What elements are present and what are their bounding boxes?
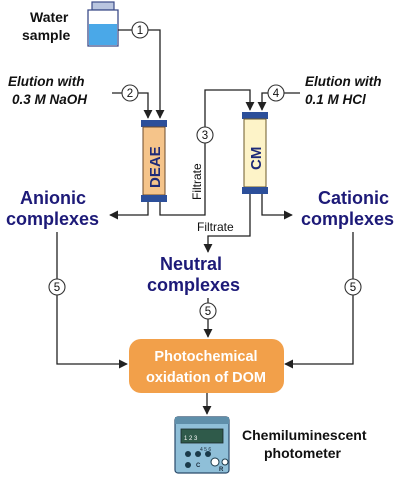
- step-5-circle-neutral: [199, 302, 217, 320]
- step-2-circle: [121, 84, 139, 102]
- deae-column: [141, 120, 167, 202]
- detector-label-line2: photometer: [264, 445, 342, 461]
- oxidation-label-line2: oxidation of DOM: [146, 370, 266, 386]
- flow-line-anionic-to-oxidation: [56, 232, 128, 369]
- cm-column: [242, 112, 268, 194]
- water-sample-label-line1: Water: [30, 9, 69, 25]
- water-bottle-icon: [87, 1, 119, 47]
- oxidation-box: [129, 339, 284, 393]
- step-5-circle-cationic: [344, 278, 362, 296]
- filtrate-label-horizontal: Filtrate: [197, 220, 234, 234]
- oxidation-label-line1: Photochemical: [154, 349, 257, 365]
- step-5-number-neutral: 5: [205, 306, 211, 318]
- neutral-label-line1: Neutral: [160, 254, 222, 274]
- cm-column-label: CM: [248, 147, 265, 170]
- flow-line-deae-to-anionic: [109, 202, 149, 220]
- flow-line-cm-to-cationic: [261, 194, 293, 220]
- step-2-number: 2: [127, 88, 133, 100]
- elution-naoh-line1: Elution with: [8, 74, 85, 89]
- cationic-label-line1: Cationic: [318, 188, 389, 208]
- photometer-panel-text-r: R: [219, 467, 224, 473]
- step-4-circle: [267, 84, 285, 102]
- deae-column-label: DEAE: [147, 146, 164, 188]
- photometer-icon: [174, 416, 230, 474]
- step-4-number: 4: [273, 88, 280, 100]
- step-5-circle-anionic: [48, 278, 66, 296]
- step-3-number: 3: [202, 130, 208, 142]
- photometer-panel-text-2: 4 5 6: [200, 447, 211, 453]
- flow-line-cationic-to-oxidation: [284, 232, 354, 369]
- elution-hcl-line2: 0.1 M HCl: [305, 92, 366, 107]
- flow-line-sample-to-deae: [118, 29, 165, 119]
- flow-line-deae-filtrate-to-cm: [159, 89, 255, 216]
- neutral-label-line2: complexes: [147, 275, 240, 295]
- step-1-number: 1: [137, 25, 143, 37]
- elution-naoh-line2: 0.3 M NaOH: [12, 92, 87, 107]
- step-1-circle: [131, 21, 149, 39]
- filtrate-label-vertical: Filtrate: [190, 163, 204, 200]
- anionic-label-line1: Anionic: [20, 188, 86, 208]
- photometer-panel-text-c: C: [196, 463, 201, 469]
- step-5-number-anionic: 5: [54, 282, 60, 294]
- flow-line-hcl-to-cm: [257, 92, 300, 111]
- detector-label-line1: Chemiluminescent: [242, 427, 367, 443]
- cationic-label-line2: complexes: [301, 209, 394, 229]
- elution-hcl-line1: Elution with: [305, 74, 382, 89]
- anionic-label-line2: complexes: [6, 209, 99, 229]
- water-sample-label-line2: sample: [22, 27, 70, 43]
- flow-line-cm-filtrate-to-neutral: [203, 194, 251, 253]
- photometer-panel-text-1: 1 2 3: [184, 436, 198, 442]
- step-3-circle: [196, 126, 214, 144]
- step-5-number-cationic: 5: [350, 282, 356, 294]
